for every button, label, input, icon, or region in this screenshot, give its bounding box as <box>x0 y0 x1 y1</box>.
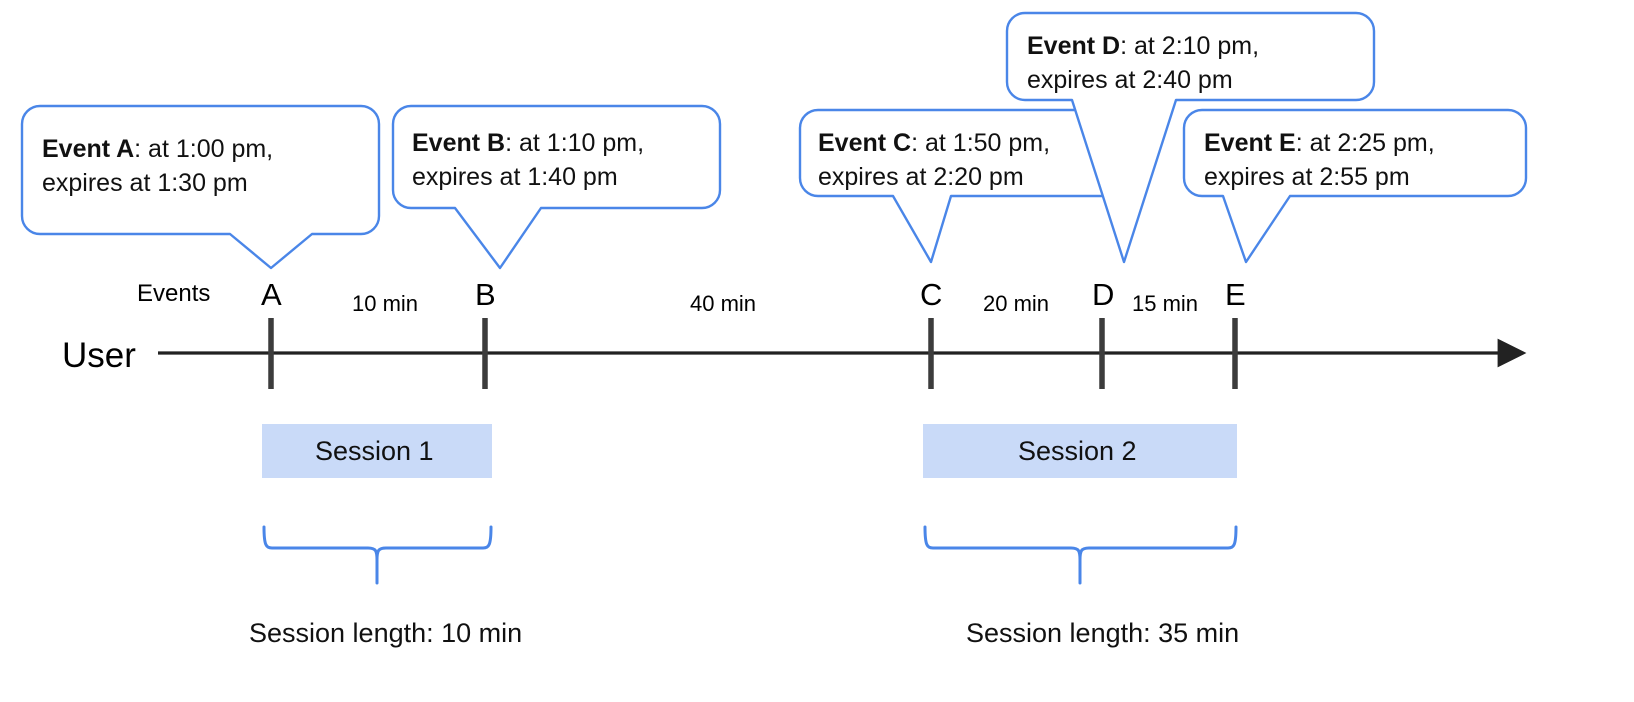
tick-label-b: B <box>475 277 496 312</box>
callout-a-line1: at 1:00 pm, <box>141 135 274 163</box>
callout-b-line2: expires at 1:40 pm <box>412 163 618 191</box>
callout-e-shape <box>1182 108 1528 264</box>
callout-a-sep: : <box>134 135 142 163</box>
tick-label-a: A <box>261 277 282 312</box>
callout-a-line2: expires at 1:30 pm <box>42 169 248 197</box>
callout-b-label: Event B <box>412 129 506 157</box>
gap-label-a-b: 10 min <box>352 291 419 316</box>
gap-label-c-d: 20 min <box>983 291 1050 316</box>
callout-b-shape <box>391 104 722 270</box>
callout-b-line1: at 1:10 pm, <box>512 129 645 157</box>
callout-c-line2: expires at 2:20 pm <box>818 163 1024 191</box>
callout-d-shape <box>1005 11 1376 264</box>
callout-c-label: Event C <box>818 129 912 157</box>
callout-e-line2: expires at 2:55 pm <box>1204 163 1410 191</box>
events-label: Events <box>137 280 211 307</box>
callout-c-line1: at 1:50 pm, <box>918 129 1051 157</box>
session-2-length-label: Session length: 35 min <box>966 618 1240 648</box>
session-2-label: Session 2 <box>1018 436 1137 466</box>
tick-label-c: C <box>920 277 943 312</box>
callout-b-text: Event B: at 1:10 pm, expires at 1:40 pm <box>412 126 644 194</box>
callout-e-text: Event E: at 2:25 pm, expires at 2:55 pm <box>1204 126 1435 194</box>
session-1-bar <box>262 424 492 478</box>
session-2-brace <box>923 525 1238 585</box>
session-1-brace <box>262 525 493 585</box>
callout-e-sep: : <box>1295 129 1303 157</box>
axis-row-label-user: User <box>62 336 136 375</box>
callout-d-sep: : <box>1120 32 1128 60</box>
callout-c-sep: : <box>911 129 919 157</box>
callout-d-label: Event D <box>1027 32 1121 60</box>
tick-label-e: E <box>1225 277 1246 312</box>
callout-d-text: Event D: at 2:10 pm, expires at 2:40 pm <box>1027 29 1259 97</box>
callout-b-sep: : <box>505 129 513 157</box>
gap-label-b-c: 40 min <box>690 291 757 316</box>
callout-e-label: Event E <box>1204 129 1296 157</box>
callout-a-text: Event A: at 1:00 pm, expires at 1:30 pm <box>42 132 273 200</box>
callout-d-line2: expires at 2:40 pm <box>1027 66 1233 94</box>
callout-a-label: Event A <box>42 135 135 163</box>
tick-label-d: D <box>1092 277 1115 312</box>
session-2-bar <box>923 424 1237 478</box>
callout-c-text: Event C: at 1:50 pm, expires at 2:20 pm <box>818 126 1050 194</box>
callout-e-line1: at 2:25 pm, <box>1302 129 1435 157</box>
session-1-length-label: Session length: 10 min <box>249 618 523 648</box>
gap-label-d-e: 15 min <box>1132 291 1199 316</box>
tick-marks <box>268 318 1238 389</box>
callout-a-shape <box>20 104 381 270</box>
callout-d-line1: at 2:10 pm, <box>1127 32 1260 60</box>
session-1-label: Session 1 <box>315 436 434 466</box>
